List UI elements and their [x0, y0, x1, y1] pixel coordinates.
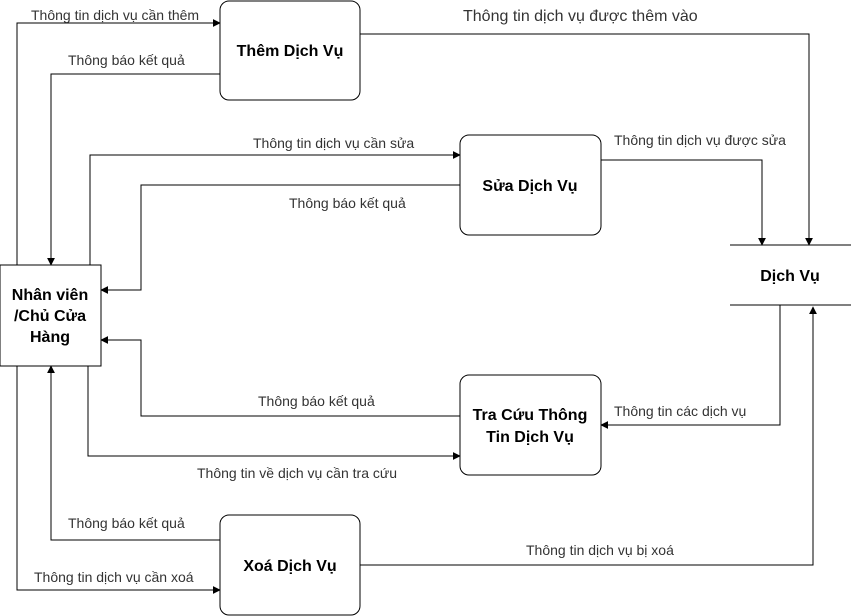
process-search-service[interactable]: Tra Cứu Thông Tin Dịch Vụ — [459, 374, 602, 476]
process-search-line-2: Tin Dịch Vụ — [486, 429, 574, 446]
actor-line-3: Hàng — [30, 329, 70, 346]
flow-search-data-line — [600, 305, 781, 429]
flow-delete-in-line — [16, 366, 221, 594]
data-store-services[interactable]: Dịch Vụ — [730, 244, 851, 306]
flow-edit-out-label: Thông tin dịch vụ được sửa — [614, 132, 786, 148]
flow-edit-result-label: Thông báo kết quả — [289, 195, 406, 211]
flow-edit-in-label: Thông tin dịch vụ cần sửa — [253, 135, 414, 151]
process-edit-service[interactable]: Sửa Dịch Vụ — [459, 134, 602, 236]
flow-delete-out-label: Thông tin dịch vụ bị xoá — [526, 542, 674, 558]
flow-delete-in-label: Thông tin dịch vụ cần xoá — [34, 569, 194, 585]
process-delete-service[interactable]: Xoá Dịch Vụ — [219, 514, 361, 616]
flow-search-result-label: Thông báo kết quả — [258, 393, 375, 409]
flow-search-in-label: Thông tin về dịch vụ cần tra cứu — [197, 465, 397, 481]
flow-search-data-label: Thông tin các dịch vụ — [614, 403, 746, 419]
flow-add-in-label: Thông tin dịch vụ cần thêm — [31, 7, 199, 23]
flow-search-in-line — [87, 366, 461, 460]
flow-add-result-label: Thông báo kết quả — [68, 52, 185, 68]
flow-edit-out-line — [601, 159, 766, 246]
flow-add-result-line — [47, 73, 220, 266]
flow-add-out-line — [360, 33, 813, 246]
process-add-label: Thêm Dịch Vụ — [237, 43, 344, 60]
process-add-service[interactable]: Thêm Dịch Vụ — [219, 0, 361, 101]
flow-search-result-line — [100, 336, 460, 417]
flow-delete-out-line — [360, 306, 817, 566]
flow-add-in-line — [16, 19, 221, 265]
process-edit-label: Sửa Dịch Vụ — [482, 178, 577, 195]
actor-line-1: Nhân viên — [12, 287, 88, 304]
flow-delete-result-line — [47, 365, 220, 541]
flow-edit-result-line — [100, 184, 460, 294]
process-search-line-1: Tra Cứu Thông — [473, 407, 588, 424]
flow-edit-in-line — [89, 151, 461, 265]
flow-delete-result-label: Thông báo kết quả — [68, 515, 185, 531]
flow-add-out-label: Thông tin dịch vụ được thêm vào — [463, 8, 698, 25]
data-store-label: Dịch Vụ — [760, 268, 820, 285]
process-delete-label: Xoá Dịch Vụ — [243, 558, 336, 575]
actor-entity[interactable]: Nhân viên /Chủ Cửa Hàng — [0, 264, 102, 367]
actor-line-2: /Chủ Cửa — [14, 308, 86, 325]
